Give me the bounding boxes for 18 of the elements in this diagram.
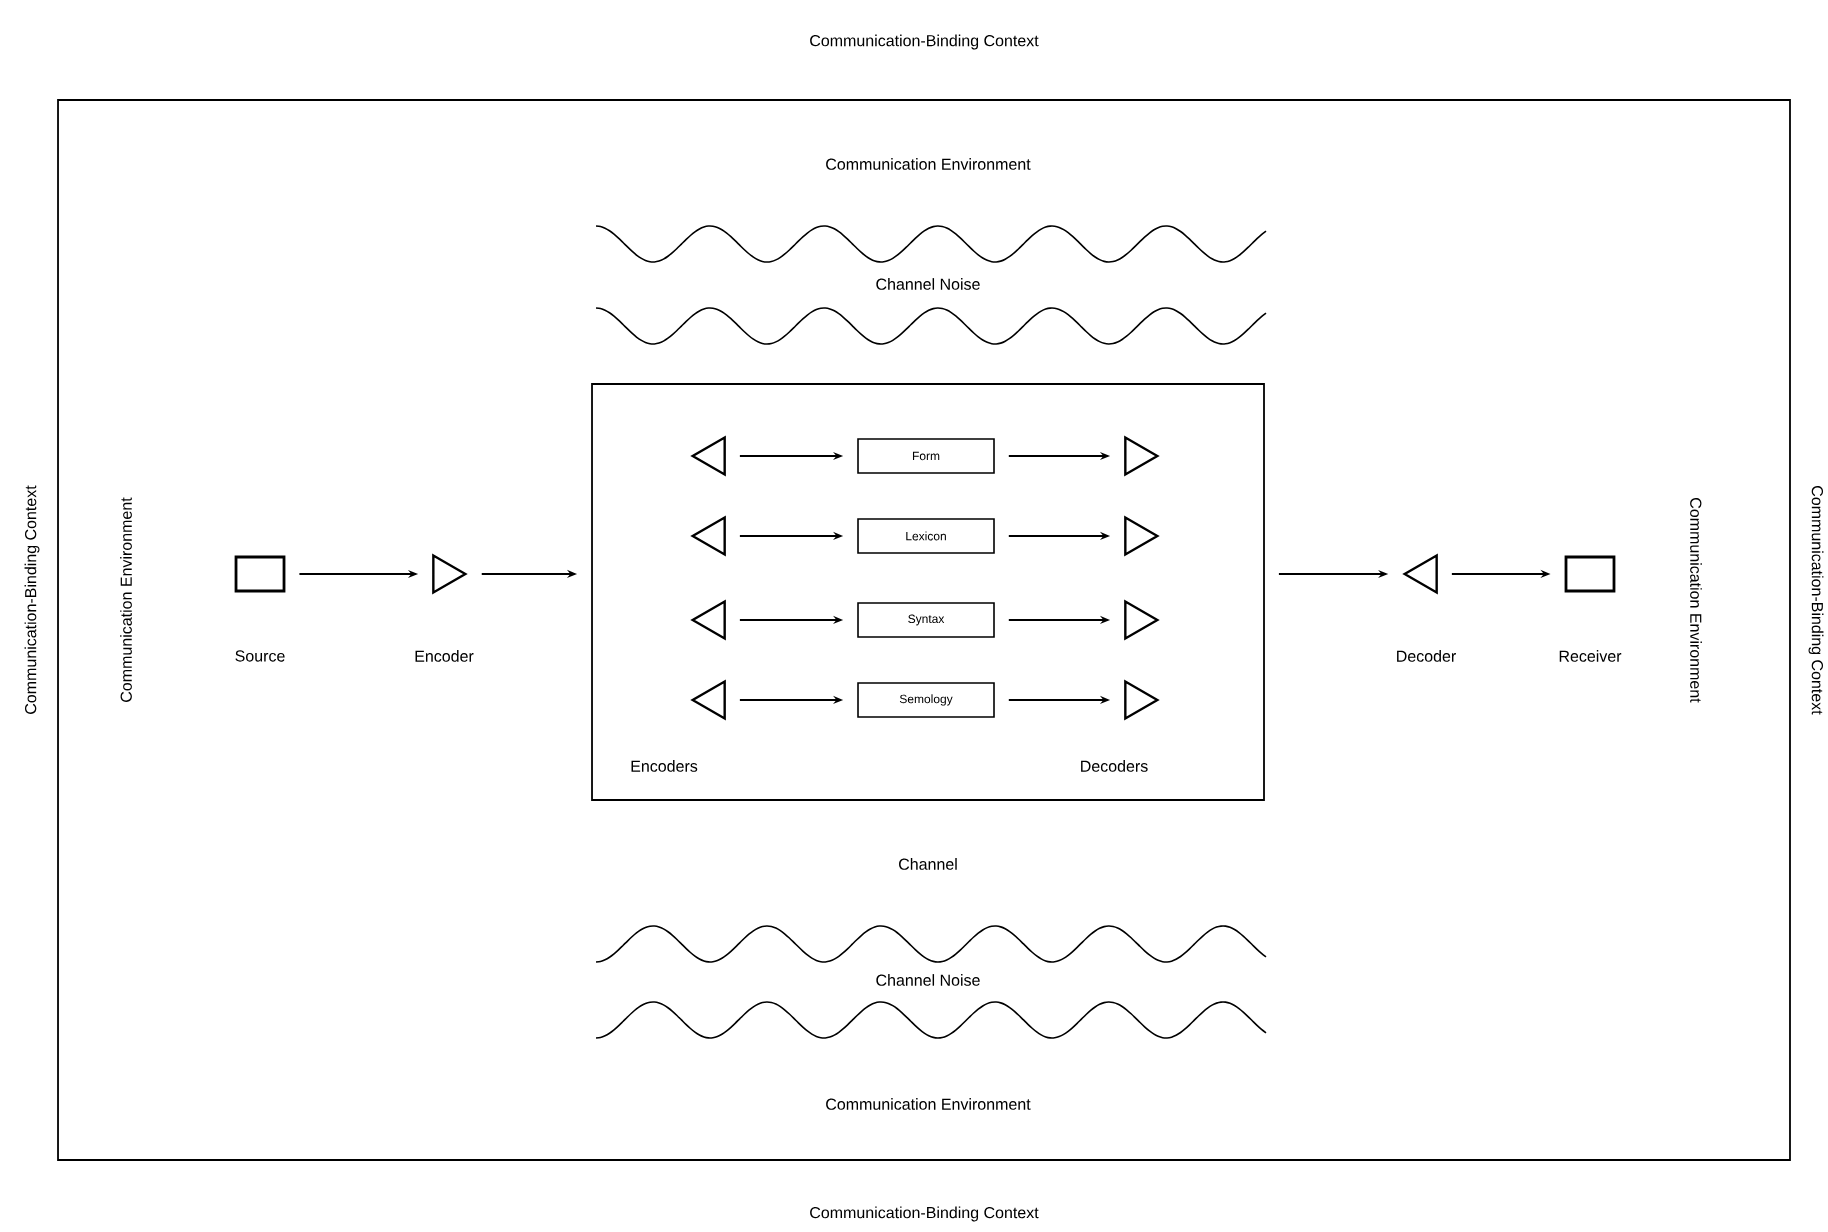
terminal-box: Source: [234, 555, 286, 662]
node-label: Communication-Binding Context: [24, 485, 40, 714]
node-label: Encoder: [415, 650, 474, 662]
node-label: Communication-Binding Context: [1808, 486, 1824, 715]
environment-label: Communication Environment: [1690, 498, 1702, 703]
node-label: Channel: [899, 858, 957, 870]
terminal-box: Receiver: [1559, 555, 1622, 662]
node-label: Decoder: [1397, 650, 1456, 662]
environment-label: Communication Environment: [120, 497, 132, 702]
coder-triangle: Encoder: [415, 553, 474, 662]
node-label: Source: [235, 650, 285, 662]
node-label: Communication-Binding Context: [810, 34, 1039, 50]
environment-label: Communication Environment: [826, 1098, 1031, 1110]
environment-label: Communication Environment: [826, 158, 1031, 170]
environment-label: Channel Noise: [876, 278, 980, 290]
node-label: Communication-Binding Context: [810, 1206, 1039, 1222]
environment-label: Channel Noise: [876, 974, 980, 986]
node-label: Receiver: [1559, 650, 1622, 662]
